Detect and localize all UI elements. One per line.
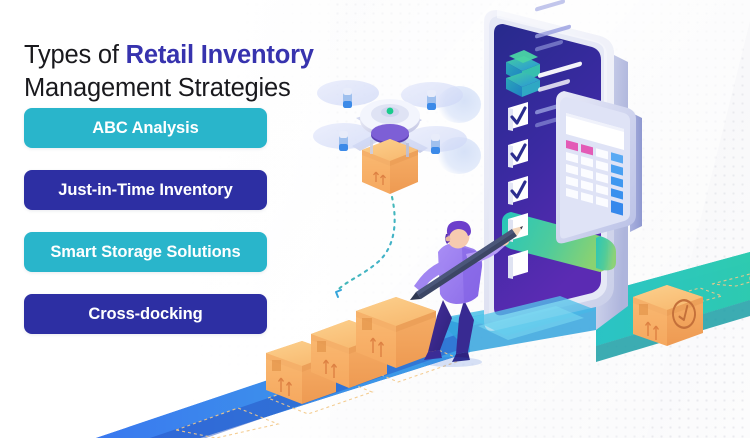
strategy-pill-smart-storage-solutions[interactable]: Smart Storage Solutions <box>24 232 267 272</box>
strategy-pill-just-in-time-inventory[interactable]: Just-in-Time Inventory <box>24 170 267 210</box>
strategy-pill-abc-analysis[interactable]: ABC Analysis <box>24 108 267 148</box>
strategy-pill-label: Smart Storage Solutions <box>50 242 241 261</box>
page-title-line2: Management Strategies <box>24 73 291 102</box>
decorative-ellipse-bottom <box>437 137 481 174</box>
page-title-accent: Retail Inventory <box>125 41 314 70</box>
strategy-pill-label: Just-in-Time Inventory <box>58 180 233 199</box>
strategy-pill-cross-docking[interactable]: Cross-docking <box>24 294 267 334</box>
strategy-pill-label: Cross-docking <box>88 304 203 323</box>
strategy-pill-label: ABC Analysis <box>92 118 199 137</box>
page-title-prefix: Types of <box>24 41 126 70</box>
